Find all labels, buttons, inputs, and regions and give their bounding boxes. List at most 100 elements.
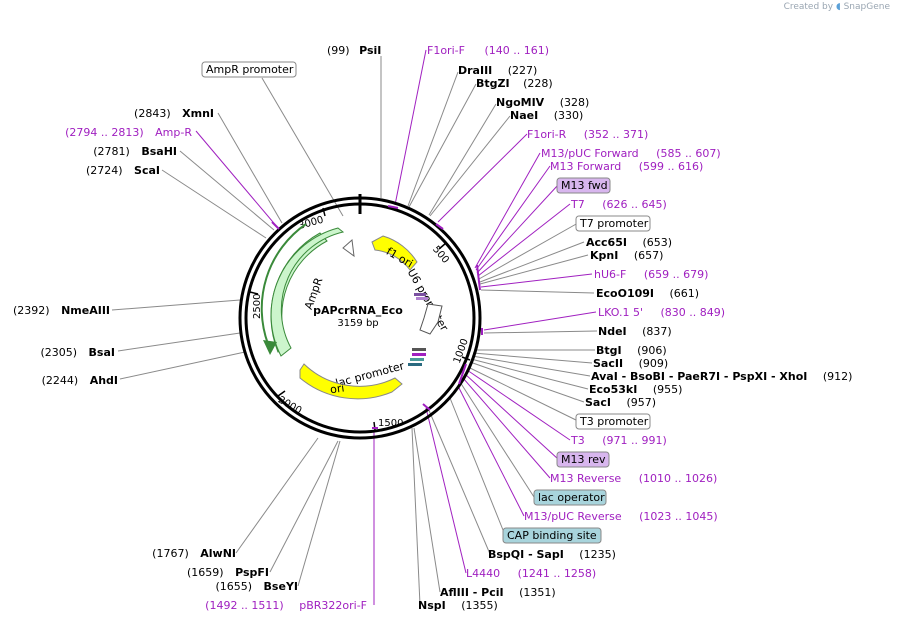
tick-label-2500: 2500: [252, 294, 263, 319]
label-btgzi-name: BtgZI: [476, 77, 510, 90]
label-bseyi-name: BseYI: [264, 580, 298, 593]
label-m13puc-r-range: (1023 .. 1045): [639, 510, 718, 523]
mark-f1ori-r: [435, 223, 444, 230]
leader-lines: [111, 49, 598, 606]
label-afliii: AflIII - PciI (1351): [440, 586, 556, 599]
leader-lko: [483, 311, 597, 331]
label-ampr-promoter: AmpR promoter: [201, 61, 297, 78]
ori-arrow: [299, 363, 403, 400]
label-saci: SacI (957): [585, 396, 656, 409]
label-lac-operator: lac operator: [533, 489, 607, 506]
label-m13-fwd-box: [556, 177, 611, 194]
leader-bsai: [117, 332, 241, 352]
label-btgi-name: BtgI: [596, 344, 622, 357]
snapgene-logo-icon: ◖: [835, 2, 841, 12]
label-m13puc-r-name: M13/pUC Reverse: [524, 510, 622, 523]
credit: Created by ◖ SnapGene: [784, 2, 890, 12]
label-alwni-name: AlwNI: [200, 547, 236, 560]
leader-ecoo109i: [480, 289, 595, 294]
label-ahdi: (2244) AhdI: [42, 374, 118, 387]
tick-2000: [277, 390, 286, 397]
label-bsahi: (2781) BsaHI: [93, 145, 177, 158]
mark-amp-r: [271, 221, 280, 230]
label-t3-name: T3: [570, 434, 585, 447]
mcs-mark-5: [410, 358, 424, 361]
label-amp-r-name: Amp-R: [155, 126, 192, 139]
label-bsai-name: BsaI: [89, 346, 115, 359]
label-amp-r: (2794 .. 2813) Amp-R: [65, 126, 192, 139]
label-t7-promoter: T7 promoter: [575, 215, 651, 232]
leader-f1ori-f: [394, 49, 427, 206]
mcs-region: [408, 293, 428, 366]
tick-marks: [249, 207, 471, 431]
label-bsai: (2305) BsaI: [40, 346, 115, 359]
label-cap-text: CAP binding site: [507, 529, 597, 542]
label-ndei-pos: (837): [642, 325, 672, 338]
label-nspi-pos: (1355): [461, 599, 498, 612]
leader-cap: [449, 397, 506, 536]
label-ampr-promoter-box: [201, 61, 297, 78]
label-f1ori-f: F1ori-F (140 .. 161): [427, 44, 549, 57]
label-f1ori-r-range: (352 .. 371): [584, 128, 649, 141]
label-m13-rev-box: [556, 451, 610, 468]
label-f1ori-f-name: F1ori-F: [427, 44, 465, 57]
label-pspfi-pos: (1659): [187, 566, 224, 579]
label-m13-forward: M13 Forward (599 .. 616): [550, 160, 703, 173]
label-nmeaiii-name: NmeAIII: [61, 304, 110, 317]
label-eco53ki-name: Eco53kI: [589, 383, 637, 396]
label-f1ori-r: F1ori-R (352 .. 371): [527, 128, 648, 141]
label-avai-group: AvaI - BsoBI - PaeR7I - PspXI - XhoI (91…: [591, 370, 852, 383]
leader-m13-f: [475, 165, 551, 271]
label-m13-rev-text: M13 rev: [561, 453, 606, 466]
label-pspfi-name: PspFI: [235, 566, 269, 579]
label-ndei-name: NdeI: [598, 325, 627, 338]
label-bsai-pos: (2305): [40, 346, 77, 359]
leader-ampr-promoter: [261, 77, 344, 217]
label-ahdi-name: AhdI: [90, 374, 118, 387]
features: AmpR f1 ori U6 promoter lac promoter ori…: [260, 223, 451, 400]
mcs-mark-6: [408, 363, 422, 366]
label-nmeaiii-pos: (2392): [13, 304, 50, 317]
label-xmni-name: XmnI: [182, 107, 214, 120]
mcs-mark-1: [414, 293, 426, 296]
label-m13puc-f-name: M13/pUC Forward: [541, 147, 639, 160]
mark-l4440: [422, 403, 431, 411]
leader-t7: [477, 203, 571, 277]
tick-2500: [249, 291, 259, 295]
label-pbr322-range: (1492 .. 1511): [205, 599, 284, 612]
label-t3-promoter-text: T3 promoter: [579, 415, 649, 428]
ori-label: ori: [329, 381, 345, 396]
backbone: [238, 194, 482, 440]
leader-hu6f: [480, 273, 593, 288]
leader-sacii: [472, 352, 593, 364]
label-lac-operator-text: lac operator: [538, 491, 605, 504]
label-draiii: DraIII (227): [458, 64, 537, 77]
label-sacii-name: SacII: [593, 357, 623, 370]
label-kpni: KpnI (657): [590, 249, 663, 262]
leader-avai: [471, 355, 591, 377]
leader-l4440: [425, 407, 467, 574]
leader-t3promoter: [467, 366, 579, 422]
label-pbr322: (1492 .. 1511) pBR322ori-F: [205, 599, 367, 612]
leader-lacop: [459, 381, 535, 498]
leader-t7promoter: [478, 222, 579, 280]
label-l4440-range: (1241 .. 1258): [518, 567, 597, 580]
leader-m13reverse: [462, 377, 551, 479]
leader-naei: [429, 115, 511, 217]
label-alwni-pos: (1767): [152, 547, 189, 560]
label-pspfi: (1659) PspFI: [187, 566, 269, 579]
label-btgzi: BtgZI (228): [476, 77, 553, 90]
right-labels: (99) PsiI F1ori-F (140 .. 161) DraIII (2…: [327, 44, 852, 612]
label-m13puc-f: M13/pUC Forward (585 .. 607): [541, 147, 721, 160]
label-naei: NaeI (330): [510, 109, 583, 122]
label-eco53ki-pos: (955): [653, 383, 683, 396]
label-scai: (2724) ScaI: [86, 164, 160, 177]
leader-afliii: [413, 427, 441, 593]
label-m13-fwd: M13 fwd: [556, 177, 611, 194]
label-sacii: SacII (909): [593, 357, 668, 370]
leader-btgzi: [408, 83, 477, 208]
leader-bspqi: [427, 407, 491, 555]
mark-t3: [458, 363, 467, 385]
label-acc65i-pos: (653): [642, 236, 672, 249]
